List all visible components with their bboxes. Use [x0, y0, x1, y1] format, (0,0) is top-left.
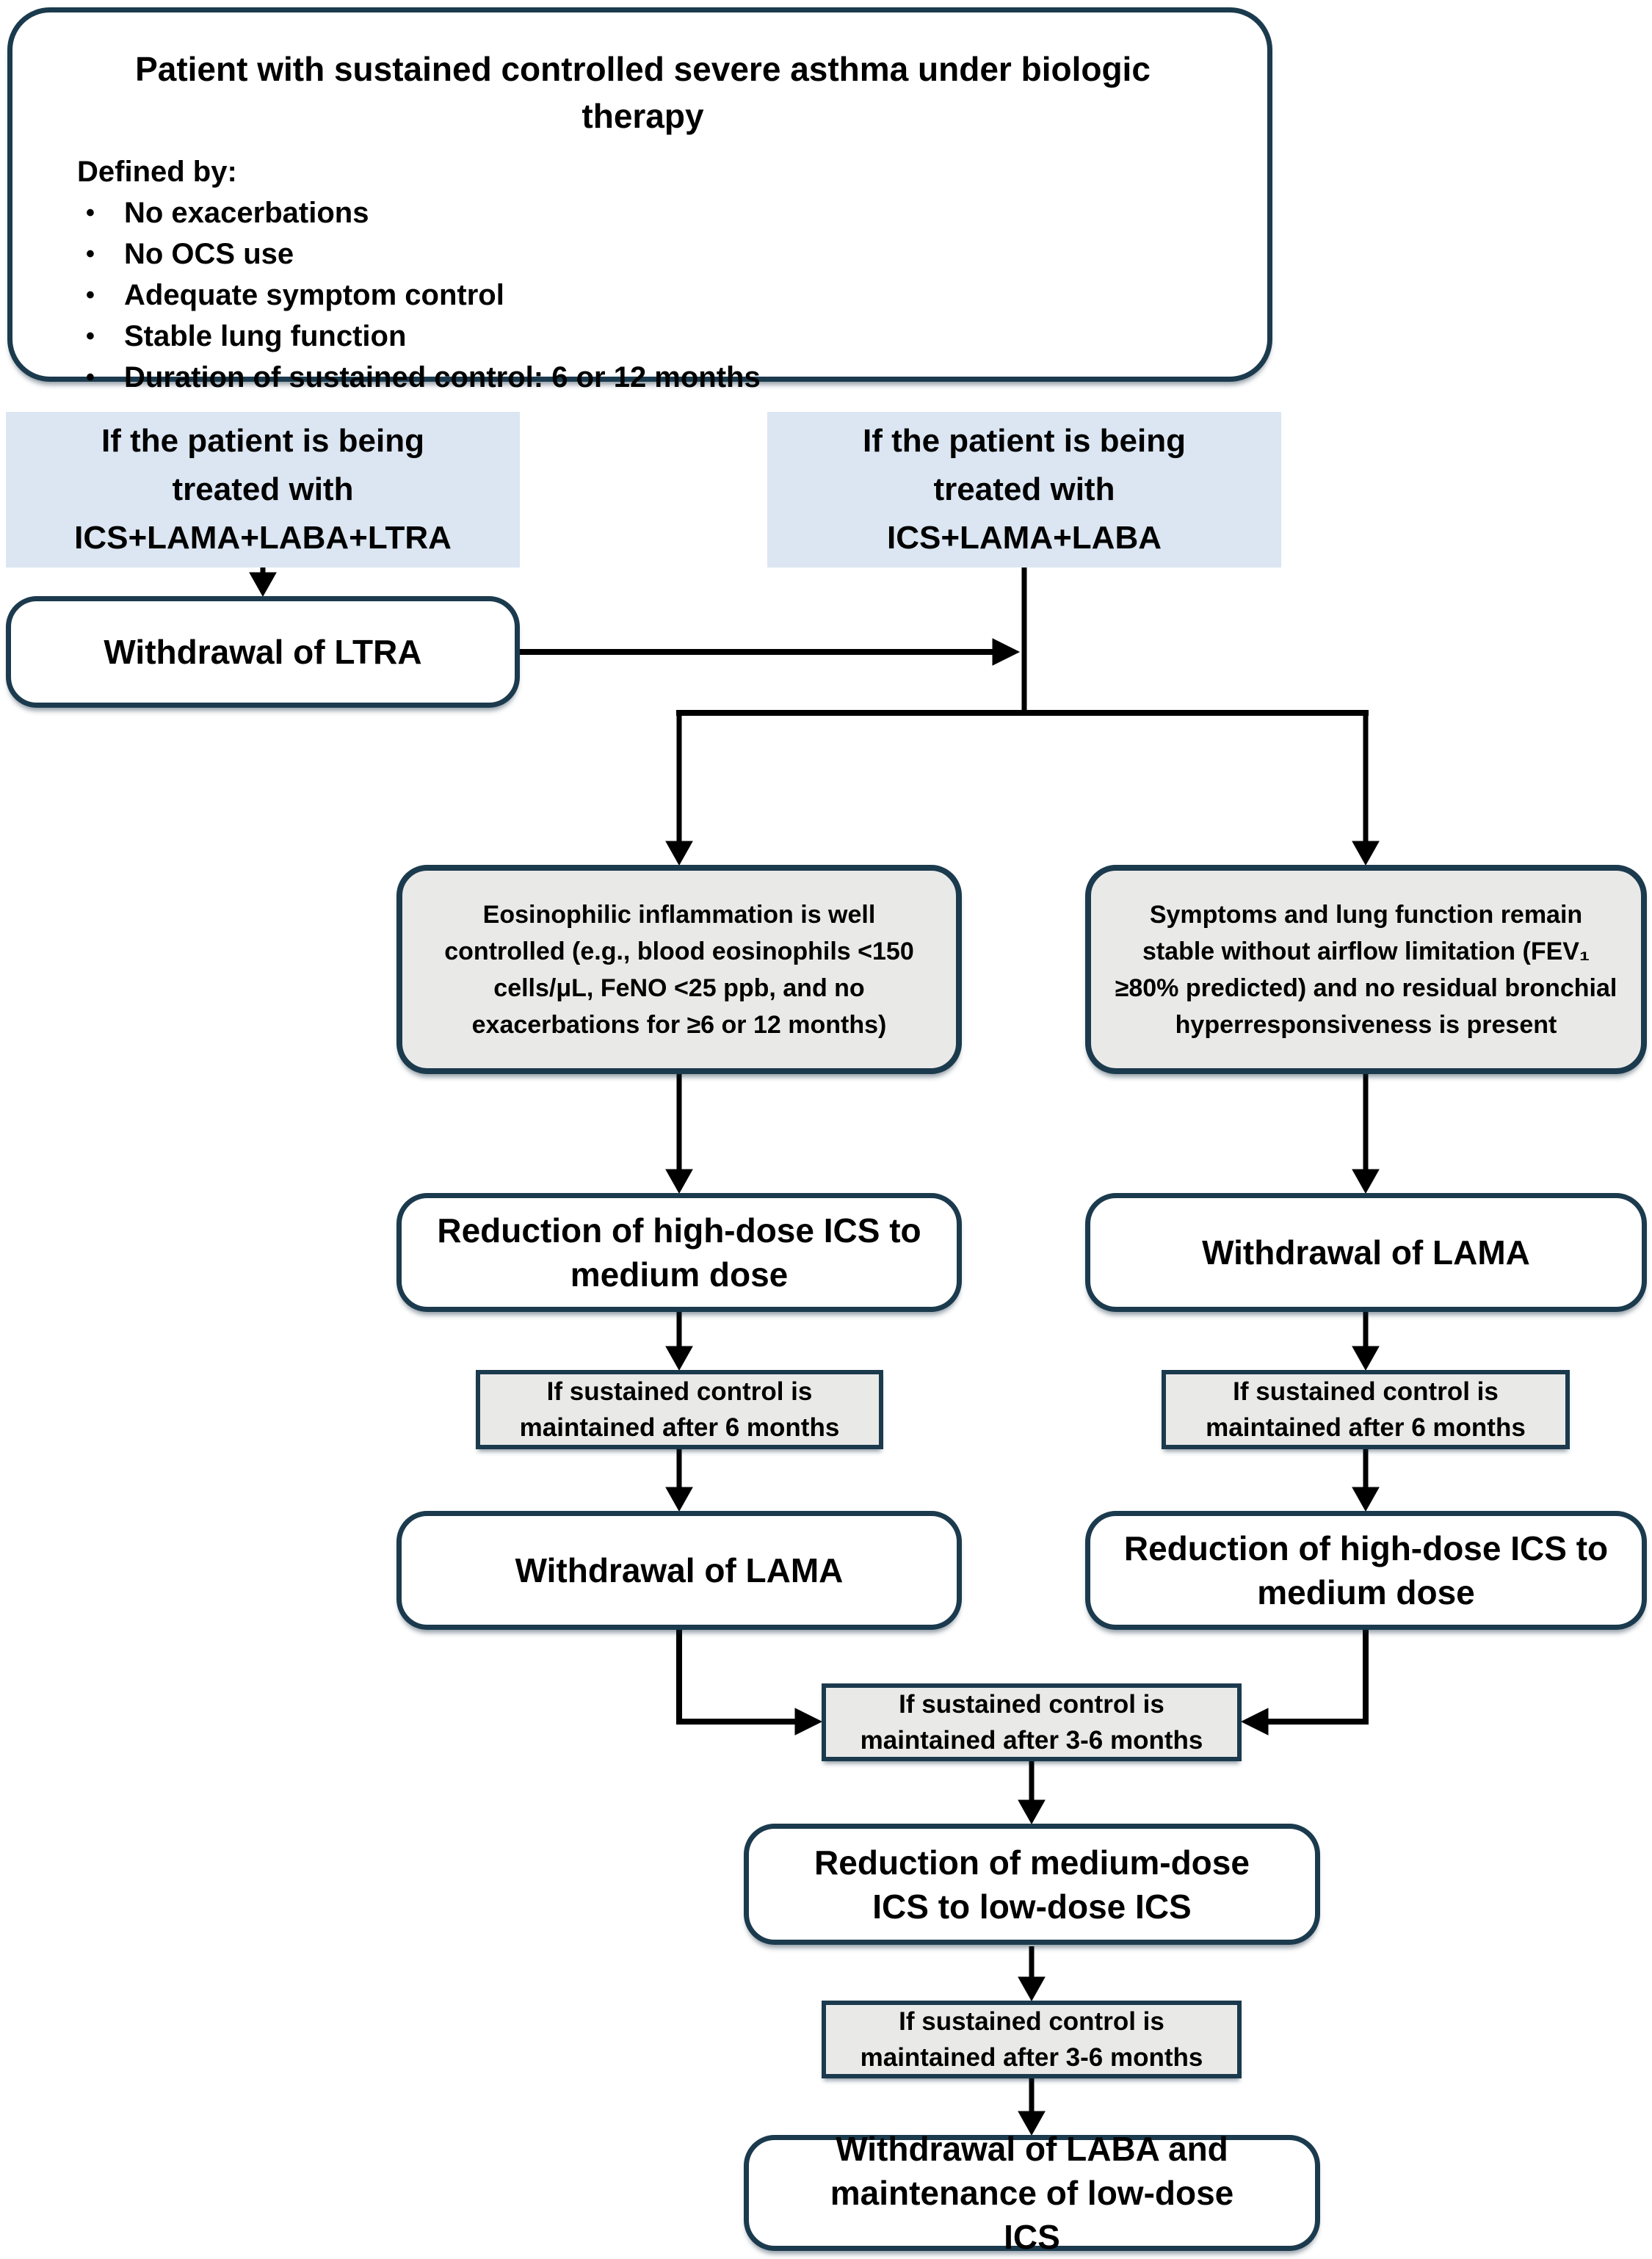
step-text: Withdrawal of LABA and maintenance of lo…: [830, 2130, 1234, 2256]
bullet-icon: •: [86, 363, 95, 391]
bullet-icon: •: [86, 240, 95, 268]
step-text: Reduction of high-dose ICS to medium dos…: [1123, 1529, 1609, 1611]
arrow-head-down: [665, 841, 693, 866]
criterion-lung-function-stable: Symptoms and lung function remain stable…: [1085, 865, 1647, 1074]
arrow-head-down: [1352, 1346, 1380, 1371]
step-text: Reduction of medium-dose ICS to low-dose…: [814, 1843, 1250, 1926]
step-reduce-ics-right: Reduction of high-dose ICS to medium dos…: [1085, 1511, 1647, 1630]
arrow-head-left: [1240, 1708, 1269, 1736]
bullet-icon: •: [86, 281, 95, 309]
flowchart-title: Patient with sustained controlled severe…: [135, 50, 1151, 135]
list-item: • No exacerbations: [86, 192, 1209, 233]
defined-by-label: Defined by:: [77, 156, 237, 188]
list-item: • Stable lung function: [86, 316, 1209, 357]
arrow-head-right: [794, 1708, 823, 1736]
gate-3-6-months-second: If sustained control is maintained after…: [822, 2001, 1242, 2078]
step-withdraw-lama-right: Withdrawal of LAMA: [1085, 1193, 1647, 1312]
arrow-head-down: [1018, 2111, 1046, 2136]
arrow-head-down: [1352, 1169, 1380, 1194]
arrow-head-down: [1018, 1799, 1046, 1825]
criterion-eosinophilic-controlled: Eosinophilic inflammation is well contro…: [396, 865, 962, 1074]
bullet-icon: •: [86, 199, 95, 227]
arrow-head-right: [992, 638, 1021, 666]
arrow-head-down: [665, 1169, 693, 1194]
criterion-text: No exacerbations: [124, 197, 369, 229]
step-text: Withdrawal of LAMA: [515, 1551, 844, 1589]
step-text: Reduction of high-dose ICS to medium dos…: [437, 1211, 921, 1294]
gate-6-months-left: If sustained control is maintained after…: [476, 1370, 883, 1449]
gate-3-6-months-first: If sustained control is maintained after…: [822, 1683, 1242, 1761]
criteria-list: • No exacerbations • No OCS use • Adequa…: [77, 192, 1209, 398]
condition-treated-with-ltra: If the patient is being treated with ICS…: [6, 412, 520, 568]
step-reduce-ics-left: Reduction of high-dose ICS to medium dos…: [396, 1193, 962, 1312]
criterion-text: Symptoms and lung function remain stable…: [1115, 900, 1617, 1039]
step-text: Withdrawal of LAMA: [1202, 1233, 1530, 1272]
gate-text: If sustained control is maintained after…: [860, 1690, 1203, 1755]
criterion-text: No OCS use: [124, 238, 294, 270]
arrow-head-down: [1018, 1976, 1046, 2002]
gate-6-months-right: If sustained control is maintained after…: [1162, 1370, 1570, 1449]
arrow-head-down: [1352, 1487, 1380, 1512]
step-withdraw-lama-left: Withdrawal of LAMA: [396, 1511, 962, 1630]
gate-text: If sustained control is maintained after…: [1206, 1377, 1526, 1442]
criterion-text: Stable lung function: [124, 320, 407, 352]
arrow-head-down: [665, 1487, 693, 1512]
condition-text: If the patient is being treated with ICS…: [74, 423, 452, 556]
arrow-head-down: [665, 1346, 693, 1371]
bullet-icon: •: [86, 322, 95, 350]
list-item: • No OCS use: [86, 233, 1209, 275]
condition-text: If the patient is being treated with ICS…: [862, 423, 1187, 556]
step-text: Withdrawal of LTRA: [104, 633, 422, 671]
criterion-text: Duration of sustained control: 6 or 12 m…: [124, 361, 761, 394]
gate-text: If sustained control is maintained after…: [519, 1377, 840, 1442]
list-item: • Adequate symptom control: [86, 275, 1209, 316]
step-reduce-medium-to-low-ics: Reduction of medium-dose ICS to low-dose…: [744, 1824, 1320, 1945]
step-withdraw-laba-maintain-low-ics: Withdrawal of LABA and maintenance of lo…: [744, 2130, 1320, 2256]
gate-text: If sustained control is maintained after…: [860, 2007, 1203, 2072]
arrow-head-down: [249, 572, 277, 598]
step-withdrawal-ltra: Withdrawal of LTRA: [6, 596, 520, 708]
condition-treated-without-ltra: If the patient is being treated with ICS…: [767, 412, 1281, 568]
arrow-head-down: [1352, 841, 1380, 866]
patient-definition-box: Patient with sustained controlled severe…: [7, 7, 1272, 394]
criterion-text: Adequate symptom control: [124, 279, 504, 311]
list-item: • Duration of sustained control: 6 or 12…: [86, 357, 1209, 398]
criterion-text: Eosinophilic inflammation is well contro…: [444, 900, 914, 1039]
